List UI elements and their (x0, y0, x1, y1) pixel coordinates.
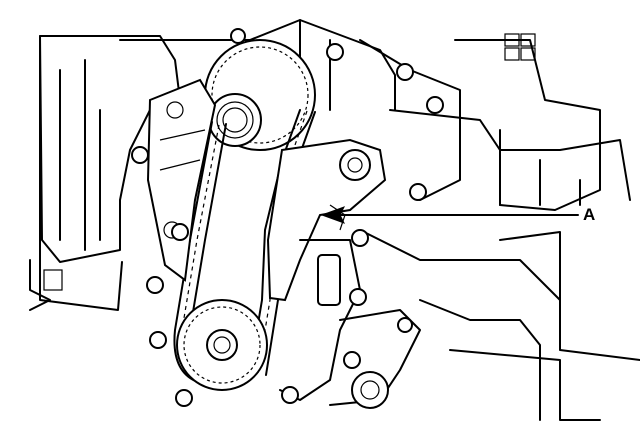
cam-sprocket (204, 39, 316, 151)
callout-label-a: A (583, 205, 596, 224)
callout-a-leader (320, 206, 579, 224)
crankshaft-sprocket (176, 299, 268, 391)
engine-block-outline (29, 19, 640, 421)
oil-pump-housing (279, 239, 421, 409)
chain-tensioner-arm (266, 138, 387, 302)
chain-guide-bracket (146, 78, 217, 282)
mounting-bolts (131, 28, 444, 407)
